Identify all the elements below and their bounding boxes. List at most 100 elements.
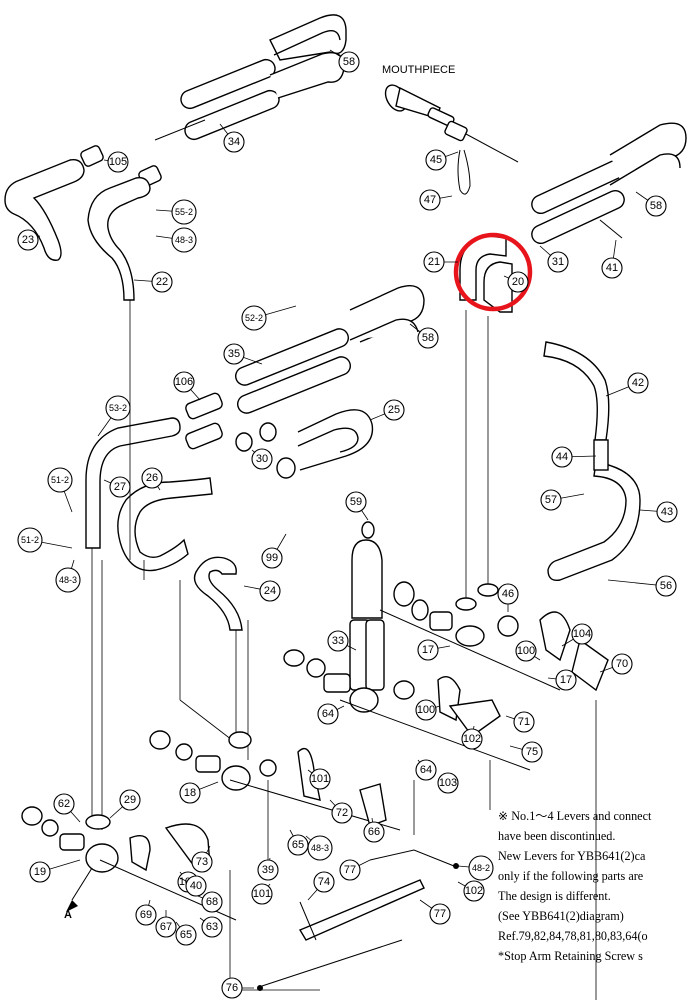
part-callout-45: 45 xyxy=(425,149,459,171)
callout-circle xyxy=(415,759,437,781)
ferrule-44 xyxy=(593,439,609,471)
discontinued-levers-note: ※ No.1〜4 Levers and connect have been di… xyxy=(498,806,695,966)
part-callout-55-2: 55-2 xyxy=(155,199,197,225)
callout-number: 74 xyxy=(318,876,330,888)
part-callout-18: 18 xyxy=(179,781,219,804)
part-callout-48-3: 48-3 xyxy=(55,559,81,593)
callout-number: 106 xyxy=(175,376,193,388)
part-callout-43: 43 xyxy=(639,501,678,523)
callout-number: 73 xyxy=(196,856,208,868)
part-callout-42: 42 xyxy=(605,372,649,397)
callout-number: 39 xyxy=(262,864,274,876)
part-callout-25: 25 xyxy=(369,399,405,421)
note-line: New Levers for YBB641(2)ca xyxy=(498,849,646,863)
callout-number: 71 xyxy=(518,716,530,728)
callout-circle xyxy=(419,189,441,211)
part-callout-20: 20 xyxy=(503,271,529,293)
part-callout-48-3: 48-3 xyxy=(155,227,197,253)
callout-number: 44 xyxy=(556,451,568,463)
callout-number: 72 xyxy=(336,807,348,819)
callout-circle xyxy=(251,883,273,905)
part-callout-64: 64 xyxy=(317,703,345,725)
callout-number: 22 xyxy=(156,276,168,288)
callout-circle xyxy=(259,580,281,602)
callout-circle xyxy=(309,768,331,790)
callout-number: 99 xyxy=(266,552,278,564)
part-callout-21: 21 xyxy=(423,251,458,273)
tube-26 xyxy=(117,477,213,572)
callout-number: 19 xyxy=(34,866,46,878)
callout-number: 48-3 xyxy=(175,235,193,245)
callout-number: 101 xyxy=(253,888,271,900)
part-callout-48-3: 48-3 xyxy=(305,835,333,861)
callout-number: 25 xyxy=(388,404,400,416)
callout-circle xyxy=(135,904,157,926)
connector-tubes-34 xyxy=(80,119,206,187)
callout-number: 17 xyxy=(422,644,434,656)
callout-number: 52-2 xyxy=(245,313,263,323)
callout-number: 20 xyxy=(512,276,524,288)
part-callout-66: 66 xyxy=(363,817,385,843)
note-line: ※ No.1〜4 Levers and connect xyxy=(498,809,652,823)
part-callout-17: 17 xyxy=(547,669,577,691)
callout-circle xyxy=(645,195,667,217)
callout-number: 43 xyxy=(661,506,673,518)
part-callout-47: 47 xyxy=(419,189,453,211)
callout-circle xyxy=(331,802,353,824)
part-callout-51-2: 51-2 xyxy=(17,527,73,553)
callout-circle xyxy=(151,271,173,293)
callout-circle xyxy=(383,399,405,421)
callout-circle xyxy=(191,851,213,873)
part-callout-56: 56 xyxy=(607,575,677,597)
callout-circle xyxy=(417,639,439,661)
callout-circle xyxy=(463,880,485,902)
callout-circle xyxy=(53,793,75,815)
callout-number: 102 xyxy=(465,885,483,897)
part-callout-77: 77 xyxy=(339,859,371,881)
callout-number: 76 xyxy=(226,982,238,994)
callout-number: 33 xyxy=(332,635,344,647)
callout-circle xyxy=(515,640,537,662)
callout-number: 55-2 xyxy=(175,207,193,217)
part-callout-48-2: 48-2 xyxy=(457,855,494,881)
part-callout-67: 67 xyxy=(155,910,177,938)
callout-circle xyxy=(109,476,131,498)
callout-circle xyxy=(47,467,73,493)
part-callout-31: 31 xyxy=(539,245,569,273)
part-callout-57: 57 xyxy=(540,489,585,511)
callout-number: 63 xyxy=(206,921,218,933)
slide-tube-58-top-left xyxy=(180,14,347,141)
callout-number: 68 xyxy=(206,896,218,908)
callout-circle xyxy=(173,371,195,393)
callout-circle xyxy=(571,623,593,645)
crook-25 xyxy=(297,409,374,471)
part-callout-44: 44 xyxy=(551,446,597,468)
tube-24 xyxy=(193,556,243,631)
callout-number: 100 xyxy=(517,645,535,657)
callout-circle xyxy=(339,859,361,881)
callout-circle xyxy=(656,501,678,523)
part-callout-19: 19 xyxy=(29,859,81,883)
note-line: Ref.79,82,84,78,81,80,83,64(o xyxy=(498,929,648,943)
callout-number: 66 xyxy=(368,826,380,838)
part-callout-23: 23 xyxy=(17,229,41,251)
callout-number: 18 xyxy=(184,787,196,799)
callout-circle xyxy=(223,131,245,153)
part-callout-101: 101 xyxy=(307,768,331,790)
highlight-circle-part-20 xyxy=(453,232,533,312)
part-callout-70: 70 xyxy=(599,653,633,675)
ferrules-106-30 xyxy=(185,392,296,479)
part-callout-58: 58 xyxy=(635,191,667,217)
callout-circle xyxy=(611,653,633,675)
callout-circle xyxy=(223,343,245,365)
callout-circle xyxy=(29,861,51,883)
callout-number: 48-3 xyxy=(311,843,329,853)
callout-number: 58 xyxy=(650,200,662,212)
callout-circle xyxy=(338,51,360,73)
tube-42 xyxy=(543,341,610,441)
callout-number: 24 xyxy=(264,585,276,597)
part-callout-22: 22 xyxy=(133,271,173,293)
callout-number: 34 xyxy=(228,136,240,148)
part-callout-68: 68 xyxy=(197,891,223,913)
callout-circle xyxy=(415,699,437,721)
